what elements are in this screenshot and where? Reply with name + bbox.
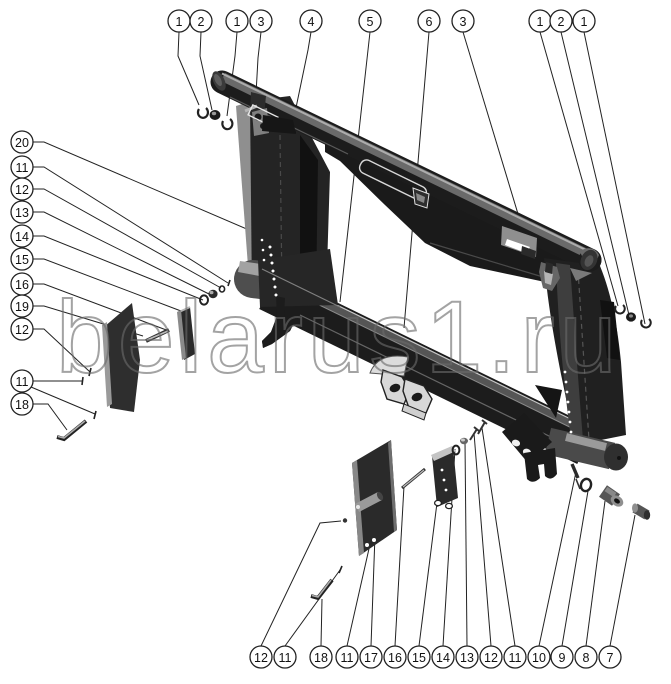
svg-text:10: 10 xyxy=(532,651,546,665)
svg-text:18: 18 xyxy=(314,651,328,665)
svg-text:1: 1 xyxy=(176,15,183,29)
svg-text:11: 11 xyxy=(16,161,29,175)
svg-text:15: 15 xyxy=(412,651,426,665)
svg-text:14: 14 xyxy=(15,230,29,244)
svg-text:12: 12 xyxy=(15,183,29,197)
svg-text:13: 13 xyxy=(15,206,29,220)
svg-text:11: 11 xyxy=(341,651,354,665)
svg-text:2: 2 xyxy=(558,15,565,29)
svg-text:12: 12 xyxy=(484,651,498,665)
svg-text:9: 9 xyxy=(559,651,566,665)
svg-text:1: 1 xyxy=(234,15,241,29)
svg-text:13: 13 xyxy=(460,651,474,665)
svg-text:1: 1 xyxy=(537,15,544,29)
svg-text:11: 11 xyxy=(279,651,292,665)
svg-text:belarus1.ru: belarus1.ru xyxy=(56,280,621,394)
svg-text:4: 4 xyxy=(308,15,315,29)
svg-text:1: 1 xyxy=(581,15,588,29)
svg-text:19: 19 xyxy=(15,300,29,314)
svg-text:3: 3 xyxy=(258,15,265,29)
svg-text:8: 8 xyxy=(583,651,590,665)
svg-text:14: 14 xyxy=(436,651,450,665)
svg-text:2: 2 xyxy=(198,15,205,29)
svg-text:3: 3 xyxy=(460,15,467,29)
svg-text:20: 20 xyxy=(15,136,29,150)
svg-text:12: 12 xyxy=(254,651,268,665)
svg-text:15: 15 xyxy=(15,253,29,267)
svg-text:16: 16 xyxy=(388,651,402,665)
svg-text:12: 12 xyxy=(15,323,29,337)
svg-text:7: 7 xyxy=(607,651,614,665)
svg-text:18: 18 xyxy=(15,398,29,412)
svg-text:16: 16 xyxy=(15,278,29,292)
svg-text:17: 17 xyxy=(364,651,378,665)
svg-text:11: 11 xyxy=(509,651,522,665)
svg-text:6: 6 xyxy=(426,15,433,29)
svg-text:11: 11 xyxy=(16,375,29,389)
svg-text:5: 5 xyxy=(367,15,374,29)
